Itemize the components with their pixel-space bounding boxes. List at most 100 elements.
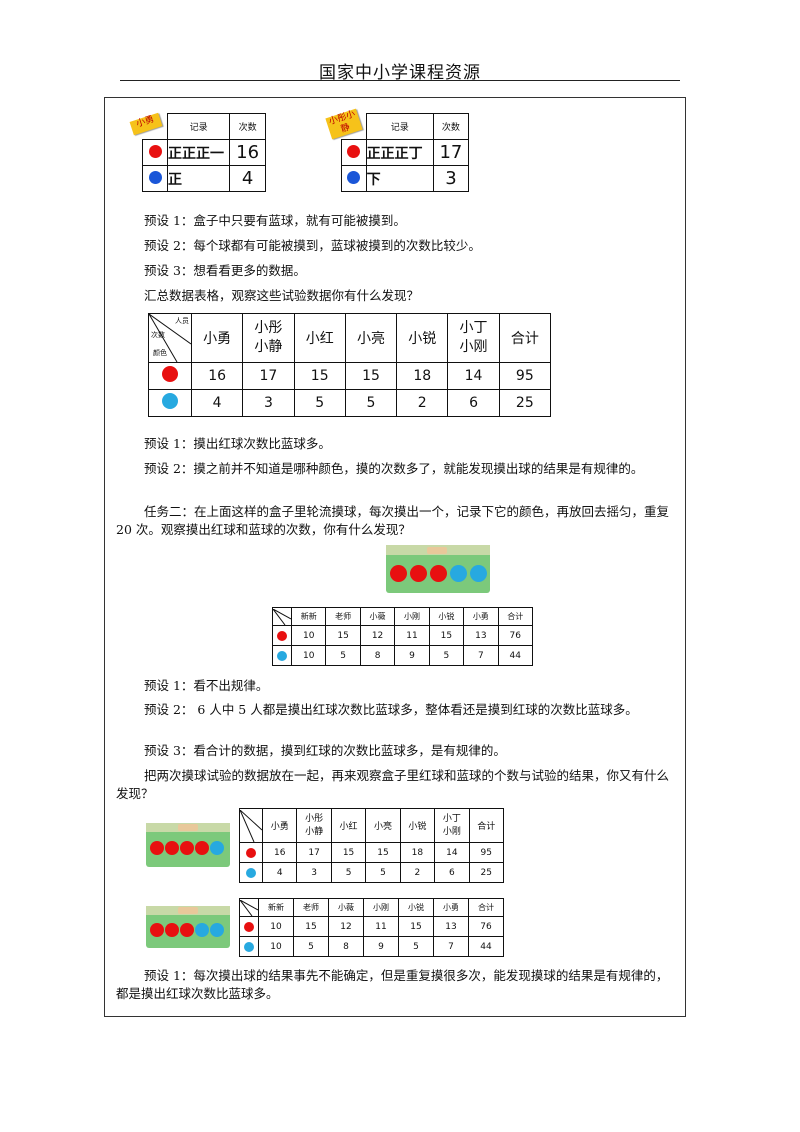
- blue-ball-icon: [341, 165, 367, 192]
- cyan-ball-icon: [239, 936, 259, 957]
- count-cell: 4: [229, 165, 266, 192]
- data-cell: 17: [296, 842, 332, 863]
- data-cell: 5: [365, 862, 401, 883]
- data-cell: 2: [396, 389, 449, 417]
- ball-box-image: [386, 545, 490, 593]
- paragraph: 预设 1：每次摸出球的结果事先不能确定，但是重复摸很多次，能发现摸球的结果是有规…: [116, 968, 669, 1001]
- header-cell: 小亮: [344, 313, 398, 363]
- data-cell: 5: [325, 645, 361, 666]
- diagonal-header-cell: 人员 次数 颜色: [148, 313, 192, 363]
- summary-table: 人员 次数 颜色 小勇 小彤 小静 小红 小亮 小锐 小丁 小刚 合计 16 1…: [148, 313, 552, 417]
- data-cell: 10: [290, 645, 327, 666]
- header-cell: 小红: [293, 313, 346, 363]
- tally-cell: 下: [365, 165, 434, 192]
- data-cell: 13: [463, 625, 499, 646]
- header-cell: 小丁 小刚: [447, 313, 500, 363]
- red-ball-icon: [341, 139, 367, 166]
- data-cell: 3: [296, 862, 332, 883]
- data-cell: 14: [434, 842, 470, 863]
- tally-cell: 正: [166, 165, 231, 192]
- data-cell: 13: [433, 916, 469, 937]
- summary-table: 小勇 小彤 小静 小红 小亮 小锐 小丁 小刚 合计 16 17 15 15 1…: [239, 808, 505, 883]
- data-cell: 4: [261, 862, 298, 883]
- header-cell: 小勇: [433, 898, 469, 917]
- data-cell: 44: [468, 936, 504, 957]
- paragraph: 预设 2：每个球都有可能被摸到，蓝球被摸到的次数比较少。: [144, 238, 481, 253]
- data-cell: 76: [468, 916, 504, 937]
- data-cell: 6: [447, 389, 500, 417]
- blue-ball-icon: [142, 165, 168, 192]
- data-cell: 2: [399, 862, 436, 883]
- header-cell: 合计: [468, 898, 504, 917]
- data-cell: 15: [325, 625, 361, 646]
- data-cell: 16: [190, 362, 244, 390]
- cyan-ball-icon: [272, 645, 292, 666]
- page-header-title: 国家中小学课程资源: [319, 63, 481, 83]
- data-cell: 9: [363, 936, 399, 957]
- record-table: 记录 次数 正正正丁 17 下 3: [341, 113, 470, 192]
- red-ball-icon: [239, 842, 263, 863]
- count-cell: 16: [229, 139, 266, 166]
- data-cell: 12: [359, 625, 396, 646]
- data-cell: 25: [498, 389, 552, 417]
- red-ball-icon: [148, 362, 192, 390]
- header-cell: 小薇: [328, 898, 364, 917]
- data-cell: 18: [399, 842, 436, 863]
- data-cell: 15: [428, 625, 465, 646]
- data-cell: 7: [463, 645, 499, 666]
- data-cell: 5: [398, 936, 434, 957]
- data-cell: 5: [344, 389, 398, 417]
- paragraph: 汇总数据表格，观察这些试验数据你有什么发现？: [144, 288, 420, 303]
- data-cell: 76: [497, 625, 534, 646]
- header-cell: 小锐: [428, 607, 465, 626]
- paragraph: 把两次摸球试验的数据放在一起，再来观察盒子里红球和蓝球的个数与试验的结果，你又有…: [116, 768, 670, 801]
- summary-table: 新新 老师 小薇 小刚 小锐 小勇 合计 10 15 12 11 15 13 7…: [239, 898, 504, 957]
- red-ball-icon: [272, 625, 292, 646]
- header-cell: 小勇: [463, 607, 499, 626]
- header-cell: 合计: [468, 808, 505, 843]
- header-cell: 合计: [498, 313, 552, 363]
- paragraph: 预设 1：摸出红球次数比蓝球多。: [144, 436, 331, 451]
- header-cell: 小彤 小静: [296, 808, 332, 843]
- corner-label-bottom: 颜色: [153, 349, 167, 357]
- data-cell: 10: [258, 916, 294, 937]
- data-cell: 17: [242, 362, 295, 390]
- data-cell: 8: [328, 936, 364, 957]
- data-cell: 7: [433, 936, 469, 957]
- data-cell: 15: [398, 916, 434, 937]
- paragraph: 预设 3：看合计的数据，摸到红球的次数比蓝球多，是有规律的。: [144, 743, 506, 758]
- header-cell: 老师: [293, 898, 329, 917]
- count-cell: 17: [432, 139, 470, 166]
- red-ball-icon: [142, 139, 168, 166]
- data-cell: 12: [328, 916, 364, 937]
- header-cell: 小亮: [365, 808, 401, 843]
- tally-cell: 正正正丁: [365, 139, 434, 166]
- data-cell: 15: [330, 842, 367, 863]
- data-cell: 15: [293, 362, 346, 390]
- diagonal-header-cell: [239, 808, 263, 843]
- header-cell: 小红: [330, 808, 367, 843]
- data-cell: 95: [498, 362, 552, 390]
- header-cell: 合计: [497, 607, 534, 626]
- content-frame: [104, 97, 686, 1017]
- ball-box-image: [146, 906, 230, 948]
- paragraph: 预设 2：摸之前并不知道是哪种颜色，摸的次数多了，就能发现摸出球的结果是有规律的…: [144, 461, 644, 476]
- summary-table: 新新 老师 小薇 小刚 小锐 小勇 合计 10 15 12 11 15 13 7…: [272, 607, 534, 666]
- data-cell: 10: [290, 625, 327, 646]
- data-cell: 18: [396, 362, 449, 390]
- ball-box-image: [146, 823, 230, 867]
- paragraph: 预设 1：看不出规律。: [144, 678, 269, 693]
- col-header-record: 记录: [166, 113, 231, 140]
- data-cell: 14: [447, 362, 500, 390]
- col-header-count: 次数: [229, 113, 266, 140]
- paragraph: 任务二：在上面这样的盒子里轮流摸球，每次摸出一个，记录下它的颜色，再放回去摇匀，…: [116, 504, 670, 537]
- data-cell: 15: [293, 916, 329, 937]
- corner-label-top: 人员: [175, 317, 189, 325]
- data-cell: 10: [258, 936, 294, 957]
- paragraph: 预设 2： 6 人中 5 人都是摸出红球次数比蓝球多，整体看还是摸到红球的次数比…: [144, 702, 638, 717]
- col-header-count: 次数: [432, 113, 470, 140]
- data-cell: 9: [394, 645, 430, 666]
- data-cell: 11: [363, 916, 399, 937]
- red-ball-icon: [239, 916, 259, 937]
- header-cell: 小刚: [394, 607, 430, 626]
